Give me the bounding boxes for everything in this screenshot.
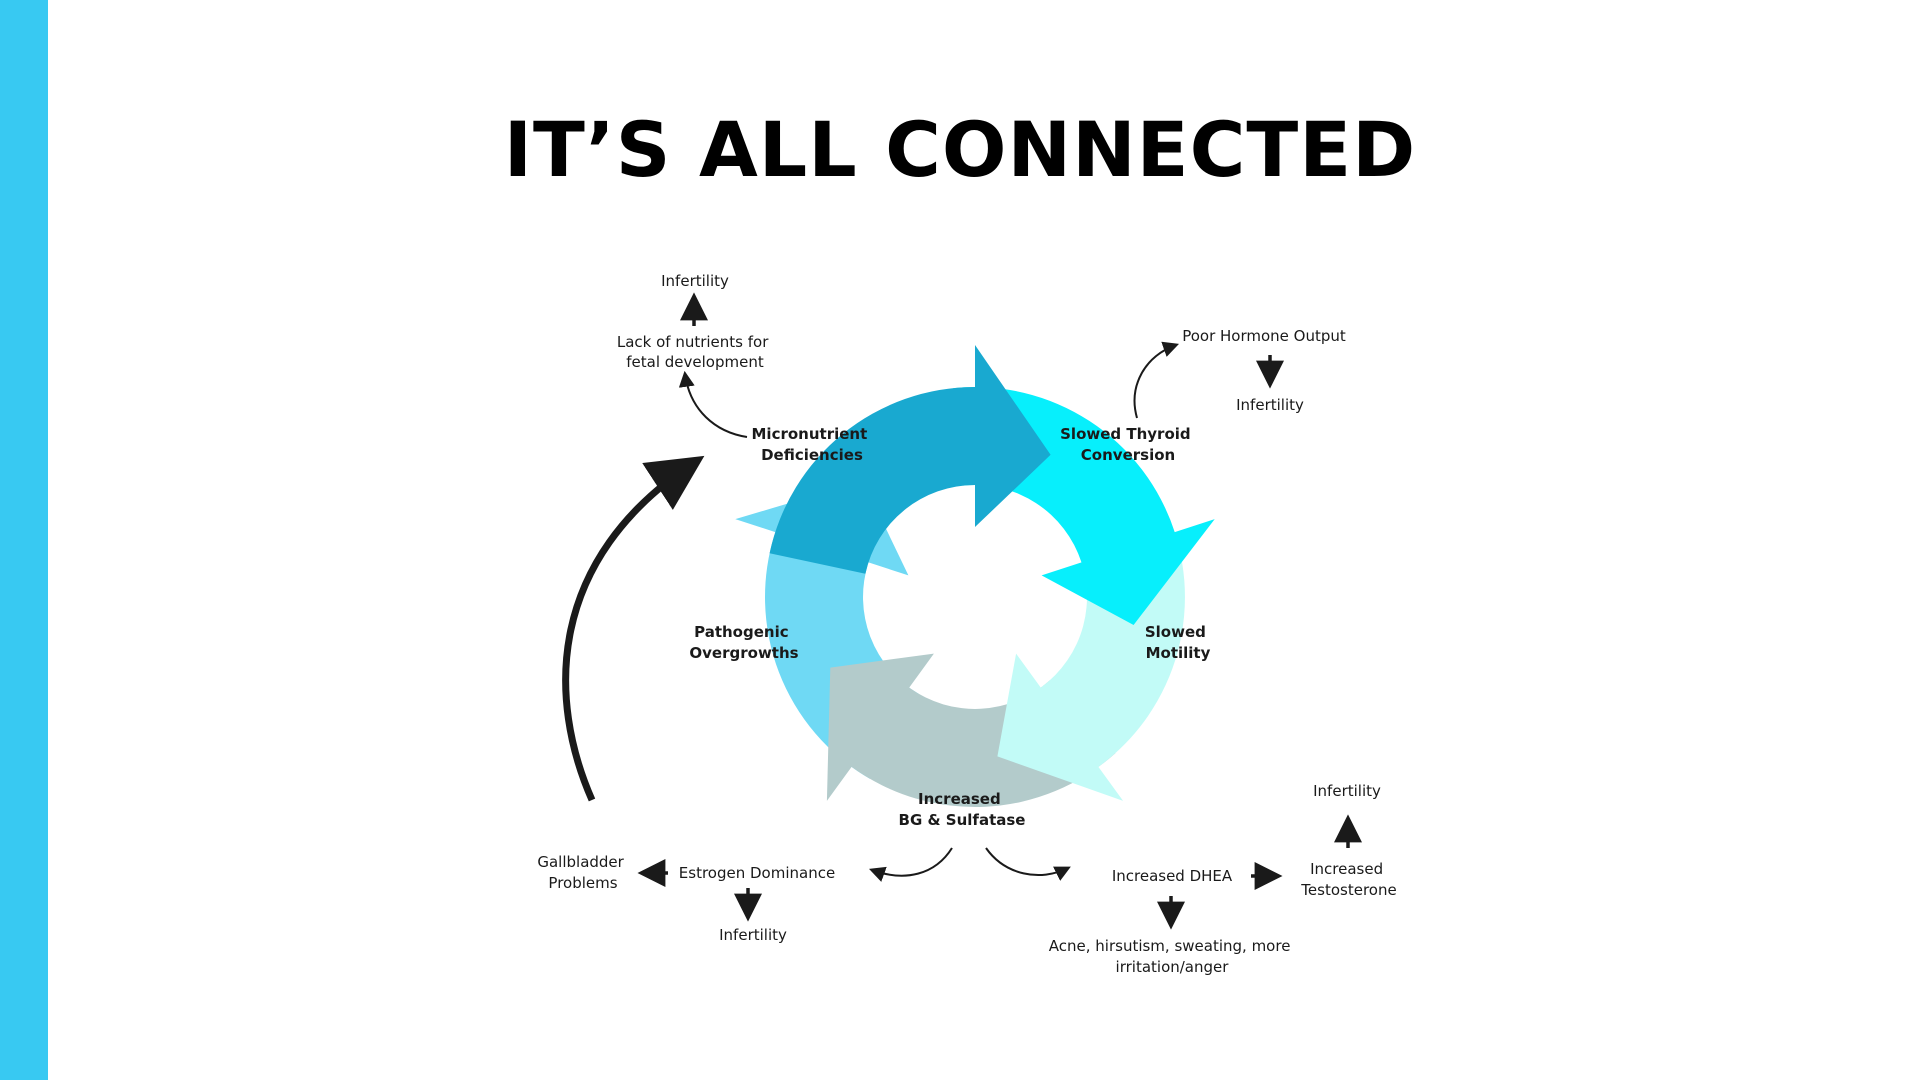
estrogen-effect: Estrogen Dominance <box>679 864 835 882</box>
dhea-effect: Increased DHEA <box>1112 867 1233 885</box>
label-motility: Slowed Motility <box>1145 623 1211 662</box>
curved-arrow-dhea <box>985 847 1071 881</box>
dhea-symptoms: Acne, hirsutism, sweating, more irritati… <box>1049 937 1295 976</box>
cycle-ring <box>735 345 1215 808</box>
label-bg-sulfatase: Increased BG & Sulfatase <box>899 790 1026 829</box>
micronutrient-outcome: Infertility <box>661 272 729 290</box>
gallbladder-problems: Gallbladder Problems <box>537 853 628 892</box>
curved-arrow-estrogen <box>868 847 953 882</box>
increased-testosterone: Increased Testosterone <box>1300 860 1396 899</box>
curved-arrow-micronutrient <box>678 370 748 438</box>
label-micronutrient: Micronutrient Deficiencies <box>752 425 873 464</box>
curved-arrow-thyroid <box>1133 341 1180 419</box>
estrogen-outcome: Infertility <box>719 926 787 944</box>
page-title: IT’S ALL CONNECTED <box>503 105 1417 194</box>
feedback-loop-arrow <box>562 455 705 802</box>
thyroid-effect: Poor Hormone Output <box>1182 327 1346 345</box>
label-pathogenic: Pathogenic Overgrowths <box>689 623 798 662</box>
label-thyroid: Slowed Thyroid Conversion <box>1060 425 1196 464</box>
side-bar <box>0 0 48 1080</box>
testosterone-outcome: Infertility <box>1313 782 1381 800</box>
thyroid-outcome: Infertility <box>1236 396 1304 414</box>
micronutrient-effect: Lack of nutrients for fetal development <box>617 333 773 371</box>
cycle-segment-micronutrient <box>769 345 1051 574</box>
